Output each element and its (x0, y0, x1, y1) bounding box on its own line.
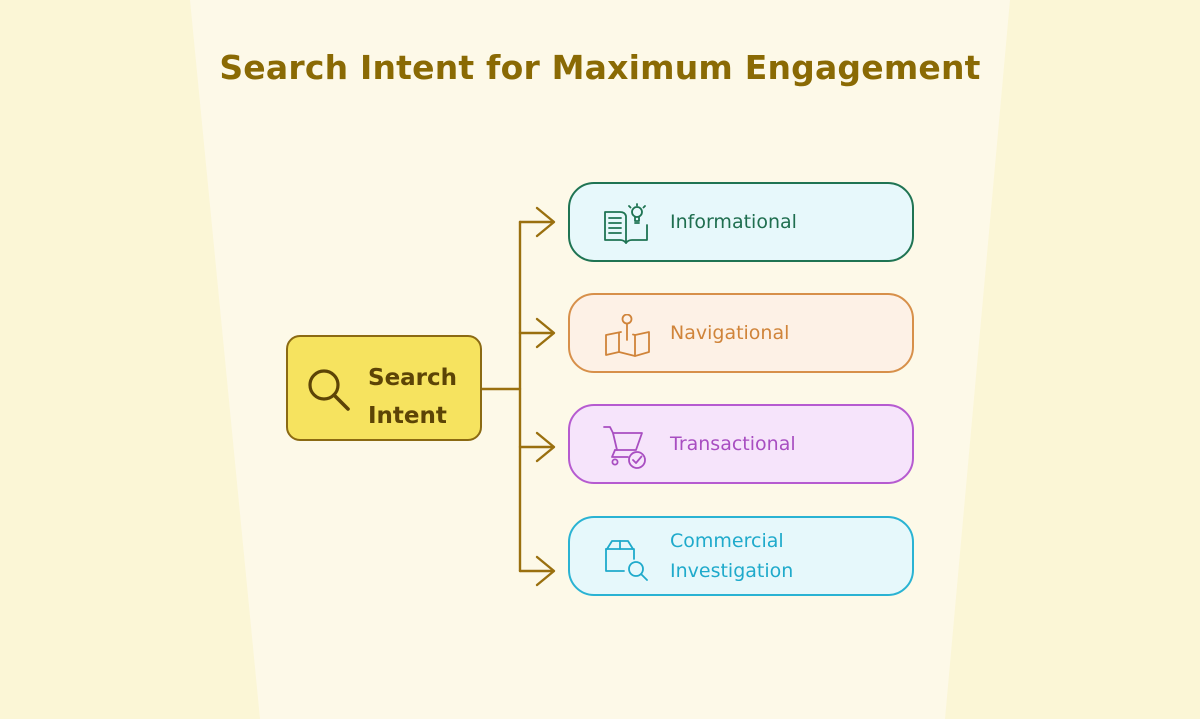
map-pin-icon (605, 314, 650, 357)
commercial-investigation-label: Commercial Investigation (670, 518, 900, 594)
transactional-card: Transactional (568, 404, 914, 484)
transactional-label: Transactional (670, 433, 796, 455)
search-intent-line-2: Intent (368, 403, 447, 429)
page-title: Search Intent for Maximum Engagement (219, 48, 981, 87)
informational-label: Informational (670, 211, 797, 233)
navigational-card: Navigational (568, 293, 914, 373)
book-lightbulb-icon (604, 203, 648, 244)
search-intent-node: Search Intent (286, 335, 482, 441)
commercial-investigation-card: Commercial Investigation (568, 516, 914, 596)
arrowhead-4 (535, 555, 556, 587)
commercial-line-1: Commercial (670, 530, 784, 552)
box-search-icon (605, 540, 648, 581)
arrowhead-2 (535, 317, 556, 349)
arrowhead-3 (535, 431, 556, 463)
magnifier-icon (308, 369, 350, 411)
search-intent-label: Search Intent (368, 359, 478, 435)
arrowhead-1 (535, 206, 556, 238)
commercial-line-2: Investigation (670, 560, 794, 582)
search-intent-line-1: Search (368, 365, 458, 391)
cart-check-icon (603, 426, 646, 469)
informational-card: Informational (568, 182, 914, 262)
navigational-label: Navigational (670, 322, 790, 344)
